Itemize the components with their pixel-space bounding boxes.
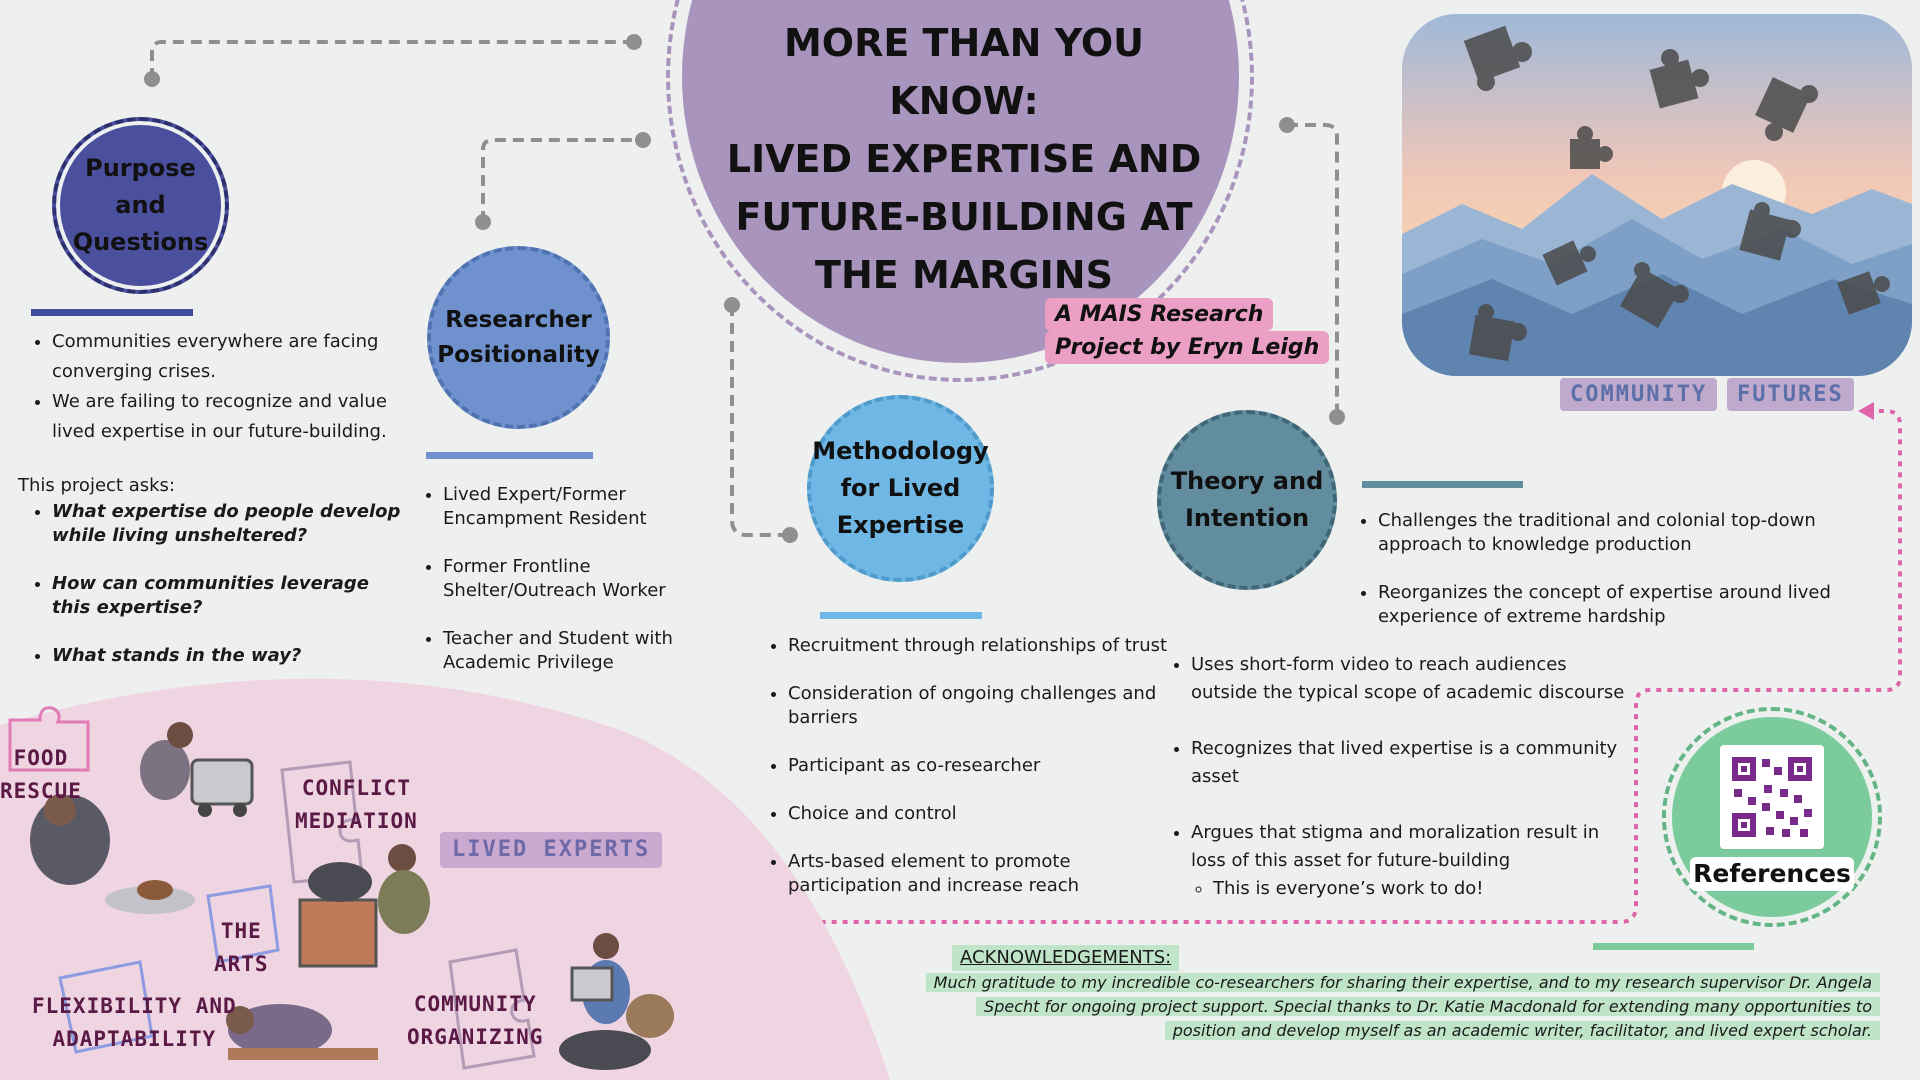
puzzle-piece-icon	[1542, 240, 1596, 286]
puzzle-piece-icon	[1619, 262, 1689, 329]
research-questions: What expertise do people develop while l…	[30, 500, 410, 668]
positionality-bullets: Lived Expert/Former Encampment Resident …	[421, 483, 701, 675]
references-divider	[1593, 943, 1754, 950]
subtitle: A MAIS Research Project by Eryn Leigh	[1045, 298, 1330, 364]
puzzle-piece-icon	[8, 706, 90, 772]
positionality-divider	[426, 452, 593, 459]
puzzle-piece-icon	[1649, 49, 1709, 109]
puzzle-piece-icon	[206, 884, 280, 964]
acknowledgements-heading: ACKNOWLEDGEMENTS:	[952, 945, 1180, 971]
lived-experts-tag: LIVED EXPERTS	[440, 832, 663, 868]
puzzle-piece-icon	[448, 948, 536, 1070]
page-title: MORE THAN YOU KNOW: LIVED EXPERTISE AND …	[726, 21, 1202, 297]
references-circle-ring	[1662, 707, 1882, 927]
puzzle-piece-icon	[1837, 271, 1890, 315]
references-link[interactable]: References	[1690, 857, 1854, 891]
asks-label: This project asks:	[18, 475, 175, 496]
puzzle-piece-icon	[1755, 77, 1818, 141]
methodology-bullets: Recruitment through relationships of tru…	[766, 634, 1176, 898]
community-futures-image	[1402, 14, 1912, 376]
theory-bullets-lower: Uses short-form video to reach audiences…	[1169, 651, 1629, 903]
purpose-divider	[31, 309, 193, 316]
person-illustration	[140, 722, 254, 817]
qr-code-icon[interactable]	[1720, 745, 1824, 849]
person-illustration	[226, 1004, 378, 1060]
community-tag: COMMUNITY	[1560, 378, 1718, 411]
theory-bullets-right: Challenges the traditional and colonial …	[1356, 509, 1836, 629]
puzzle-piece-icon	[58, 960, 154, 1054]
purpose-bullets: Communities everywhere are facing conver…	[30, 327, 400, 447]
person-illustration	[298, 844, 430, 968]
person-illustration	[559, 933, 674, 1070]
lived-experts-illustration	[8, 706, 674, 1070]
acknowledgements-text: Much gratitude to my incredible co-resea…	[900, 971, 1880, 1043]
person-illustration	[30, 794, 195, 914]
puzzle-piece-icon	[1570, 126, 1613, 169]
puzzle-piece-icon	[1739, 202, 1801, 261]
futures-tag: FUTURES	[1727, 378, 1854, 411]
puzzle-piece-icon	[1463, 25, 1532, 91]
theory-divider	[1362, 481, 1523, 488]
puzzle-piece-icon	[1468, 304, 1527, 362]
puzzle-piece-icon	[280, 760, 364, 884]
methodology-divider	[820, 612, 982, 619]
